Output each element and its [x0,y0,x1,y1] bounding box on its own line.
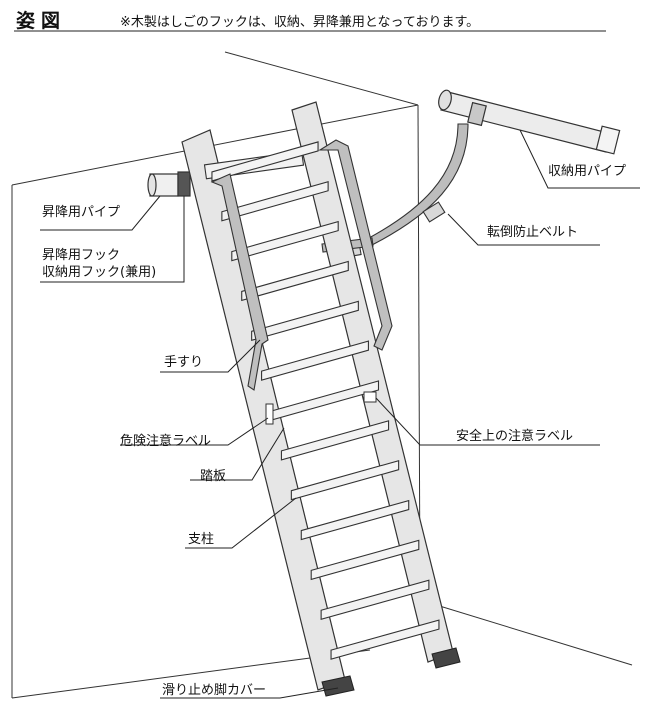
safety-label-mark [363,391,377,403]
ladder-step [310,539,420,581]
header-note: ※木製はしごのフックは、収納、昇降兼用となっております。 [120,15,480,30]
label-handrail: 手すり [164,355,204,370]
leader-belt [447,213,600,246]
leader-post [185,497,297,549]
page-title: 姿図 [16,10,67,32]
leader-lift-pipe [40,195,161,231]
label-danger-label: 危険注意ラベル [120,434,212,449]
label-safety-label: 安全上の注意ラベル [456,429,574,444]
leader-foot-cover [160,687,339,699]
ladder-step [270,380,380,421]
ladder-step [251,300,359,342]
leader-hook [40,196,185,283]
label-lift-hook: 昇降用フック [42,248,121,263]
leader-danger-label [120,417,269,446]
ladder-step [290,459,400,501]
ladder-step [231,220,339,262]
ladder-step [241,260,349,302]
foot-cover-left [321,675,355,697]
handrail-right [318,139,393,351]
label-post: 支柱 [188,532,215,547]
ladder-step [330,619,440,660]
leader-step [190,427,285,481]
danger-label-mark [265,403,274,425]
ladder-step [211,141,319,182]
leader-handrail [160,339,261,373]
ladder-steps [211,141,440,660]
label-lift-pipe: 昇降用パイプ [42,205,121,220]
label-step: 踏板 [200,469,227,484]
wall-outline [11,51,633,699]
leader-safety-label [375,397,600,446]
label-anti-fall-belt: 転倒防止ベルト [487,225,579,240]
ladder-step [261,340,369,381]
ladder-step [300,499,410,541]
ladder-step [320,579,430,620]
label-storage-hook: 収納用フック(兼用) [42,265,157,280]
ladder-step [280,420,390,461]
leader-storage-pipe [519,129,640,189]
storage-pipe [438,89,621,155]
lift-pipe [147,171,191,197]
handrail-left [210,173,269,391]
foot-cover-right [431,647,461,669]
leader-lines [40,129,640,699]
ladder-step [221,181,329,222]
ladder [181,101,461,697]
label-storage-pipe: 収納用パイプ [548,164,627,179]
label-foot-cover: 滑り止め脚カバー [162,683,267,698]
